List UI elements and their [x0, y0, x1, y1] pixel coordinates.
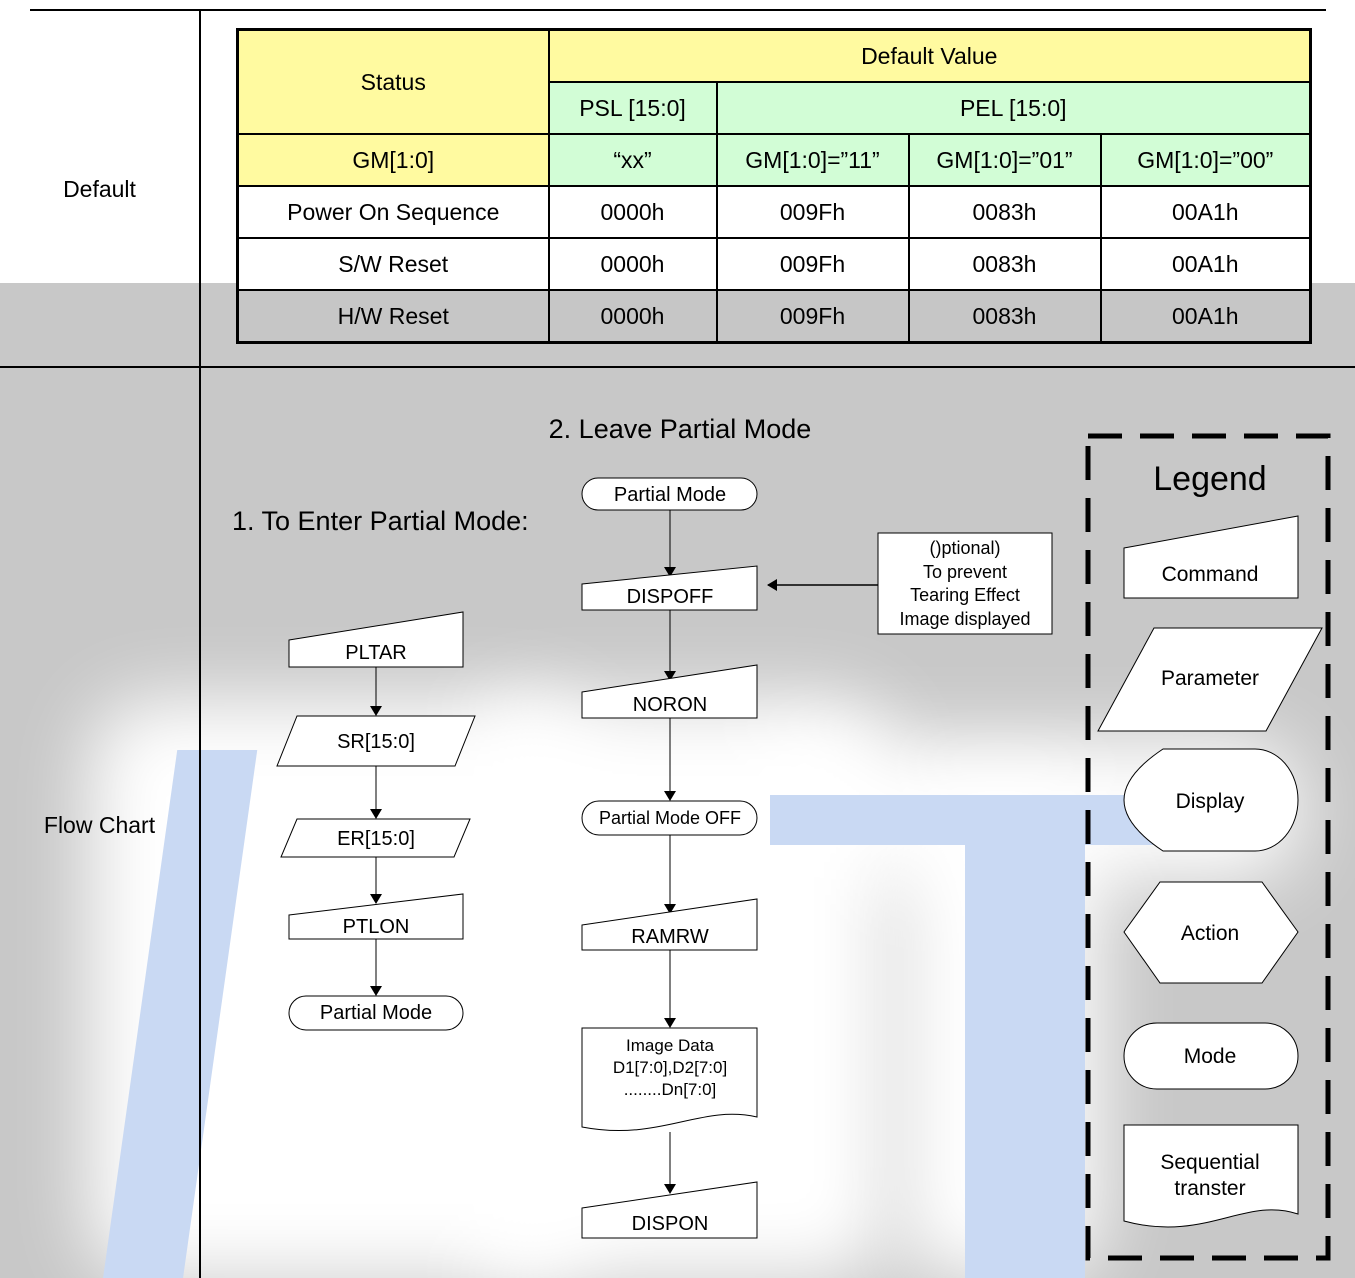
gm-value: GM[1:0]=”00”: [1099, 133, 1312, 187]
gm-label: GM[1:0]: [236, 133, 550, 187]
value-cell: 0083h: [907, 237, 1102, 291]
legend-mode-shape: [1123, 1022, 1299, 1090]
partial-mode-off-label: Partial Mode OFF: [599, 808, 741, 828]
status-header: Status: [236, 28, 550, 135]
status-cell: H/W Reset: [236, 289, 550, 344]
legend-command-label: Command: [1162, 563, 1259, 586]
gm-value: “xx”: [547, 133, 718, 187]
leave-partial-mode-label: Partial Mode: [614, 484, 726, 506]
image-data-line: Image Data: [626, 1036, 714, 1055]
legend-parameter-label: Parameter: [1161, 667, 1259, 690]
command-shape-ptlon: [288, 893, 464, 940]
leave-partial-title: 2. Leave Partial Mode: [549, 414, 812, 444]
watermark-logo: [965, 820, 1085, 1278]
value-cell: 00A1h: [1099, 237, 1312, 291]
image-data-line: D1[7:0],D2[7:0]: [613, 1058, 727, 1077]
table-row: H/W Reset 0000h 009Fh 0083h 00A1h: [236, 289, 1312, 344]
command-shape-noron: [581, 664, 758, 719]
value-cell: 00A1h: [1099, 289, 1312, 344]
row-divider: [0, 366, 1355, 368]
command-shape-dispon: [581, 1181, 758, 1239]
mode-shape-partial: [288, 995, 464, 1031]
ramrw-label: RAMRW: [631, 926, 709, 948]
gm-value: GM[1:0]=”01”: [907, 133, 1102, 187]
legend-action-label: Action: [1181, 922, 1239, 945]
value-cell: 0000h: [547, 237, 718, 291]
legend-mode-label: Mode: [1184, 1045, 1237, 1068]
legend-display-label: Display: [1176, 790, 1245, 813]
enter-partial-mode-label: Partial Mode: [320, 1002, 432, 1024]
optional-note-box: [877, 532, 1053, 635]
image-data-line: ........Dn[7:0]: [624, 1080, 717, 1099]
value-cell: 0083h: [907, 289, 1102, 344]
sequential-shape-image-data: [581, 1027, 758, 1131]
column-divider: [199, 9, 201, 1278]
value-cell: 0000h: [547, 289, 718, 344]
legend-box: [1085, 433, 1331, 1261]
default-row-label: Default: [63, 176, 136, 202]
value-cell: 009Fh: [715, 237, 910, 291]
table-row: S/W Reset 0000h 009Fh 0083h 00A1h: [236, 237, 1312, 291]
legend-parameter-shape: [1097, 627, 1323, 732]
value-cell: 0000h: [547, 185, 718, 239]
legend-command-shape: [1123, 515, 1299, 599]
command-shape-pltar: [288, 611, 464, 668]
er-label: ER[15:0]: [337, 828, 415, 850]
legend-sequential-shape: [1123, 1124, 1299, 1228]
value-cell: 009Fh: [715, 185, 910, 239]
default-value-table: Status Default Value PSL [15:0] PEL [15:…: [236, 28, 1313, 344]
legend-title: Legend: [1153, 460, 1266, 498]
dispoff-label: DISPOFF: [627, 586, 714, 608]
value-cell: 009Fh: [715, 289, 910, 344]
table-row: Power On Sequence 0000h 009Fh 0083h 00A1…: [236, 185, 1312, 239]
dispon-label: DISPON: [632, 1213, 709, 1235]
sr-label: SR[15:0]: [337, 731, 415, 753]
top-border: [30, 9, 1326, 11]
legend-display-shape: [1123, 748, 1299, 852]
flowchart-row-label: Flow Chart: [43, 812, 156, 838]
command-shape-ramrw: [581, 898, 758, 951]
parameter-shape-er: [280, 818, 471, 858]
enter-partial-title: 1. To Enter Partial Mode:: [232, 506, 529, 536]
legend-action-shape: [1123, 881, 1299, 984]
default-value-header: Default Value: [547, 28, 1312, 83]
psl-header: PSL [15:0]: [547, 81, 718, 135]
status-cell: S/W Reset: [236, 237, 550, 291]
noron-label: NORON: [633, 694, 707, 716]
parameter-shape-sr: [276, 715, 476, 767]
note-line: Tearing Effect: [910, 585, 1020, 605]
note-line: ()ptional): [929, 538, 1000, 558]
gm-value: GM[1:0]=”11”: [715, 133, 910, 187]
legend-sequential-label: transter: [1174, 1177, 1245, 1200]
command-shape-dispoff: [581, 565, 758, 611]
value-cell: 0083h: [907, 185, 1102, 239]
pel-header: PEL [15:0]: [715, 81, 1312, 135]
pltar-label: PLTAR: [345, 642, 407, 664]
ptlon-label: PTLON: [343, 916, 410, 938]
note-line: To prevent: [923, 562, 1007, 582]
status-cell: Power On Sequence: [236, 185, 550, 239]
note-line: Image displayed: [899, 609, 1030, 629]
value-cell: 00A1h: [1099, 185, 1312, 239]
legend-sequential-label: Sequential: [1160, 1151, 1259, 1174]
